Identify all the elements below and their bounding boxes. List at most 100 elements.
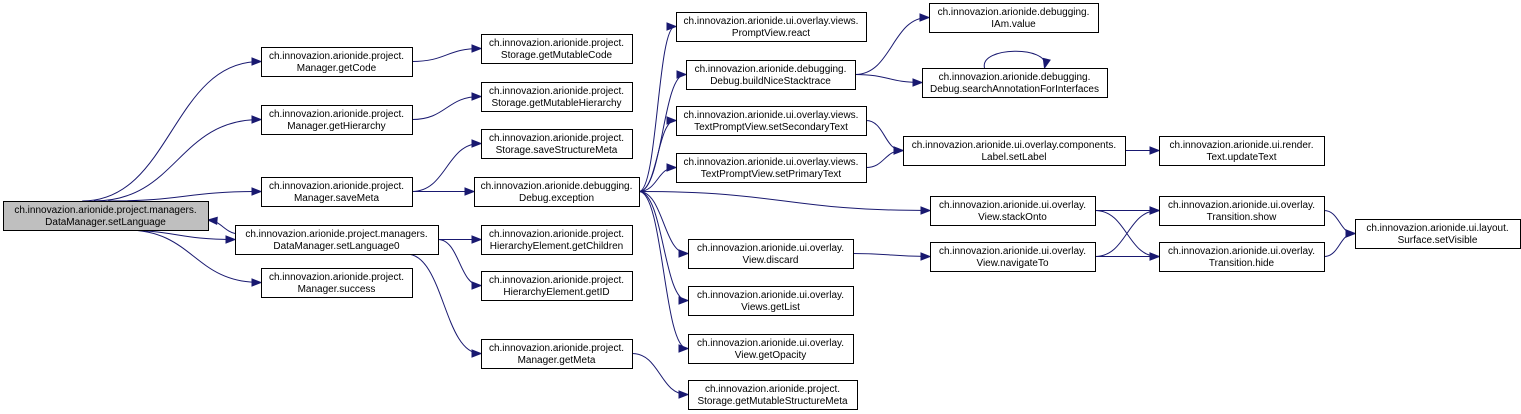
node-box	[261, 177, 413, 207]
node-he-getChildren[interactable]: ch.innovazion.arionide.project.Hierarchy…	[481, 225, 633, 255]
node-label-line2: Text.updateText	[1206, 152, 1276, 163]
node-box	[1159, 242, 1325, 272]
node-box	[1159, 136, 1325, 166]
node-label-line1: ch.innovazion.arionide.ui.overlay.	[697, 290, 844, 301]
node-pm-success[interactable]: ch.innovazion.arionide.project.Manager.s…	[261, 268, 413, 298]
node-tpv-setSecondary[interactable]: ch.innovazion.arionide.ui.overlay.views.…	[676, 106, 867, 136]
edge-dbg_exception-to-tpv_setPrimary	[638, 163, 678, 192]
node-box	[481, 225, 633, 255]
edge-dm_setLanguage-to-pm_saveMeta	[108, 187, 263, 202]
node-label-line2: Storage.getMutableStructureMeta	[697, 396, 848, 407]
node-label-line1: ch.innovazion.arionide.project.	[489, 86, 624, 97]
node-dm-setLanguage[interactable]: ch.innovazion.arionide.project.managers.…	[3, 201, 209, 231]
edge-v_stackOnto-to-tr_hide	[1094, 210, 1161, 261]
node-st-saveStructureMeta[interactable]: ch.innovazion.arionide.project.Storage.s…	[481, 129, 633, 159]
edge-dbg_exception-to-tpv_setSecondary	[638, 116, 678, 192]
node-pm-getMeta[interactable]: ch.innovazion.arionide.project.Manager.g…	[481, 339, 633, 369]
node-v-getOpacity[interactable]: ch.innovazion.arionide.ui.overlay.View.g…	[688, 334, 854, 364]
edge-v_discard-to-v_navigateTo	[852, 252, 932, 261]
node-label-line2: Label.setLabel	[981, 152, 1046, 163]
node-vs-getList[interactable]: ch.innovazion.arionide.ui.overlay.Views.…	[688, 286, 854, 316]
node-label-line1: ch.innovazion.arionide.ui.overlay.views.	[684, 110, 859, 121]
edge-dm_setLanguage0-to-he_getID	[437, 239, 483, 290]
node-box	[474, 177, 640, 207]
node-label-line1: ch.innovazion.arionide.project.	[269, 51, 404, 62]
node-label-line1: ch.innovazion.arionide.ui.layout.	[1366, 223, 1508, 234]
node-box	[688, 286, 854, 316]
edge-v_navigateTo-to-tr_hide	[1095, 252, 1161, 261]
edge-dm_setLanguage0-to-pm_getMeta	[406, 253, 483, 358]
node-label-line1: ch.innovazion.arionide.project.	[489, 38, 624, 49]
edge-tpv_setPrimary-to-lbl_setLabel	[865, 146, 905, 168]
node-v-navigateTo[interactable]: ch.innovazion.arionide.ui.overlay.View.n…	[930, 242, 1096, 272]
node-box	[676, 153, 867, 183]
node-label-line1: ch.innovazion.arionide.debugging.	[481, 181, 633, 192]
node-pv-react[interactable]: ch.innovazion.arionide.ui.overlay.views.…	[676, 12, 867, 42]
node-tpv-setPrimary[interactable]: ch.innovazion.arionide.ui.overlay.views.…	[676, 153, 867, 183]
node-he-getID[interactable]: ch.innovazion.arionide.project.Hierarchy…	[481, 271, 633, 301]
edge-lbl_setLabel-to-txt_updateText	[1124, 146, 1161, 155]
node-dm-setLanguage0[interactable]: ch.innovazion.arionide.project.managers.…	[235, 225, 439, 255]
node-box	[676, 12, 867, 42]
node-label-line2: Transition.show	[1207, 212, 1277, 223]
node-label-line2: View.getOpacity	[735, 350, 807, 361]
node-label-line2: Debug.buildNiceStacktrace	[710, 76, 831, 87]
node-tr-show[interactable]: ch.innovazion.arionide.ui.overlay.Transi…	[1159, 196, 1325, 226]
node-label-line2: Storage.saveStructureMeta	[496, 145, 618, 156]
node-box	[1159, 196, 1325, 226]
node-txt-updateText[interactable]: ch.innovazion.arionide.ui.render.Text.up…	[1159, 136, 1325, 166]
node-iam-value[interactable]: ch.innovazion.arionide.debugging.IAm.val…	[929, 3, 1099, 33]
node-label-line2: TextPromptView.setPrimaryText	[701, 169, 842, 180]
node-box	[686, 60, 856, 90]
edge-pm_getCode-to-st_getMutableCode	[411, 44, 483, 62]
node-dbg-exception[interactable]: ch.innovazion.arionide.debugging.Debug.e…	[474, 177, 640, 207]
edge-dbg_exception-to-v_stackOnto	[638, 191, 932, 215]
node-box	[676, 106, 867, 136]
node-box	[903, 136, 1126, 166]
node-box	[688, 380, 858, 410]
node-pm-saveMeta[interactable]: ch.innovazion.arionide.project.Manager.s…	[261, 177, 413, 207]
edge-dbg_buildNice-to-iam_value	[854, 13, 931, 75]
node-label-line2: Manager.getMeta	[518, 355, 596, 366]
node-label-line1: ch.innovazion.arionide.project.	[269, 272, 404, 283]
node-dbg-buildNice[interactable]: ch.innovazion.arionide.debugging.Debug.b…	[686, 60, 856, 90]
edge-pm_saveMeta-to-st_saveStructureMeta	[411, 139, 483, 192]
node-pm-getCode[interactable]: ch.innovazion.arionide.project.Manager.g…	[261, 47, 413, 77]
node-label-line1: ch.innovazion.arionide.ui.overlay.	[1168, 200, 1315, 211]
edge-dbg_buildNice-to-dbg_searchAnnotation	[854, 74, 924, 87]
node-label-line1: ch.innovazion.arionide.ui.overlay.views.	[684, 157, 859, 168]
edge-dm_setLanguage-to-pm_getHierarchy	[93, 115, 263, 202]
edge-dm_setLanguage-to-pm_getCode	[82, 57, 263, 202]
node-label-line1: ch.innovazion.arionide.project.	[489, 133, 624, 144]
node-box	[261, 47, 413, 77]
node-lbl-setLabel[interactable]: ch.innovazion.arionide.ui.overlay.compon…	[903, 136, 1126, 166]
node-box	[481, 82, 633, 112]
node-label-line1: ch.innovazion.arionide.debugging.	[939, 72, 1091, 83]
node-label-line1: ch.innovazion.arionide.debugging.	[695, 64, 847, 75]
node-box	[930, 196, 1096, 226]
node-label-line2: View.discard	[743, 255, 799, 266]
node-st-getMutableStructureMeta[interactable]: ch.innovazion.arionide.project.Storage.g…	[688, 380, 858, 410]
node-v-stackOnto[interactable]: ch.innovazion.arionide.ui.overlay.View.s…	[930, 196, 1096, 226]
node-label-line1: ch.innovazion.arionide.ui.overlay.	[697, 338, 844, 349]
call-graph-nodes: ch.innovazion.arionide.project.managers.…	[3, 3, 1521, 410]
node-st-getMutableHierarchy[interactable]: ch.innovazion.arionide.project.Storage.g…	[481, 82, 633, 112]
node-label-line2: Debug.exception	[519, 193, 594, 204]
node-tr-hide[interactable]: ch.innovazion.arionide.ui.overlay.Transi…	[1159, 242, 1325, 272]
node-st-getMutableCode[interactable]: ch.innovazion.arionide.project.Storage.g…	[481, 34, 633, 64]
edge-pm_getHierarchy-to-st_getMutableHierarchy	[411, 92, 483, 120]
node-dbg-searchAnnotation[interactable]: ch.innovazion.arionide.debugging.Debug.s…	[922, 68, 1108, 98]
node-box	[481, 271, 633, 301]
node-label-line2: Surface.setVisible	[1398, 235, 1478, 246]
node-label-line2: HierarchyElement.getID	[503, 287, 609, 298]
node-v-discard[interactable]: ch.innovazion.arionide.ui.overlay.View.d…	[688, 239, 854, 269]
node-box	[1355, 219, 1521, 249]
node-pm-getHierarchy[interactable]: ch.innovazion.arionide.project.Manager.g…	[261, 105, 413, 135]
edge-pm_saveMeta-to-dbg_exception	[412, 187, 476, 196]
node-label-line1: ch.innovazion.arionide.project.	[269, 109, 404, 120]
node-label-line2: Manager.getHierarchy	[287, 121, 385, 132]
edge-dbg_searchAnnotation-to-dbg_searchAnnotation	[983, 50, 1051, 70]
node-surf-setVisible[interactable]: ch.innovazion.arionide.ui.layout.Surface…	[1355, 219, 1521, 249]
node-label-line2: DataManager.setLanguage	[45, 217, 166, 228]
edge-pm_getMeta-to-st_getMutableStructureMeta	[631, 353, 690, 399]
